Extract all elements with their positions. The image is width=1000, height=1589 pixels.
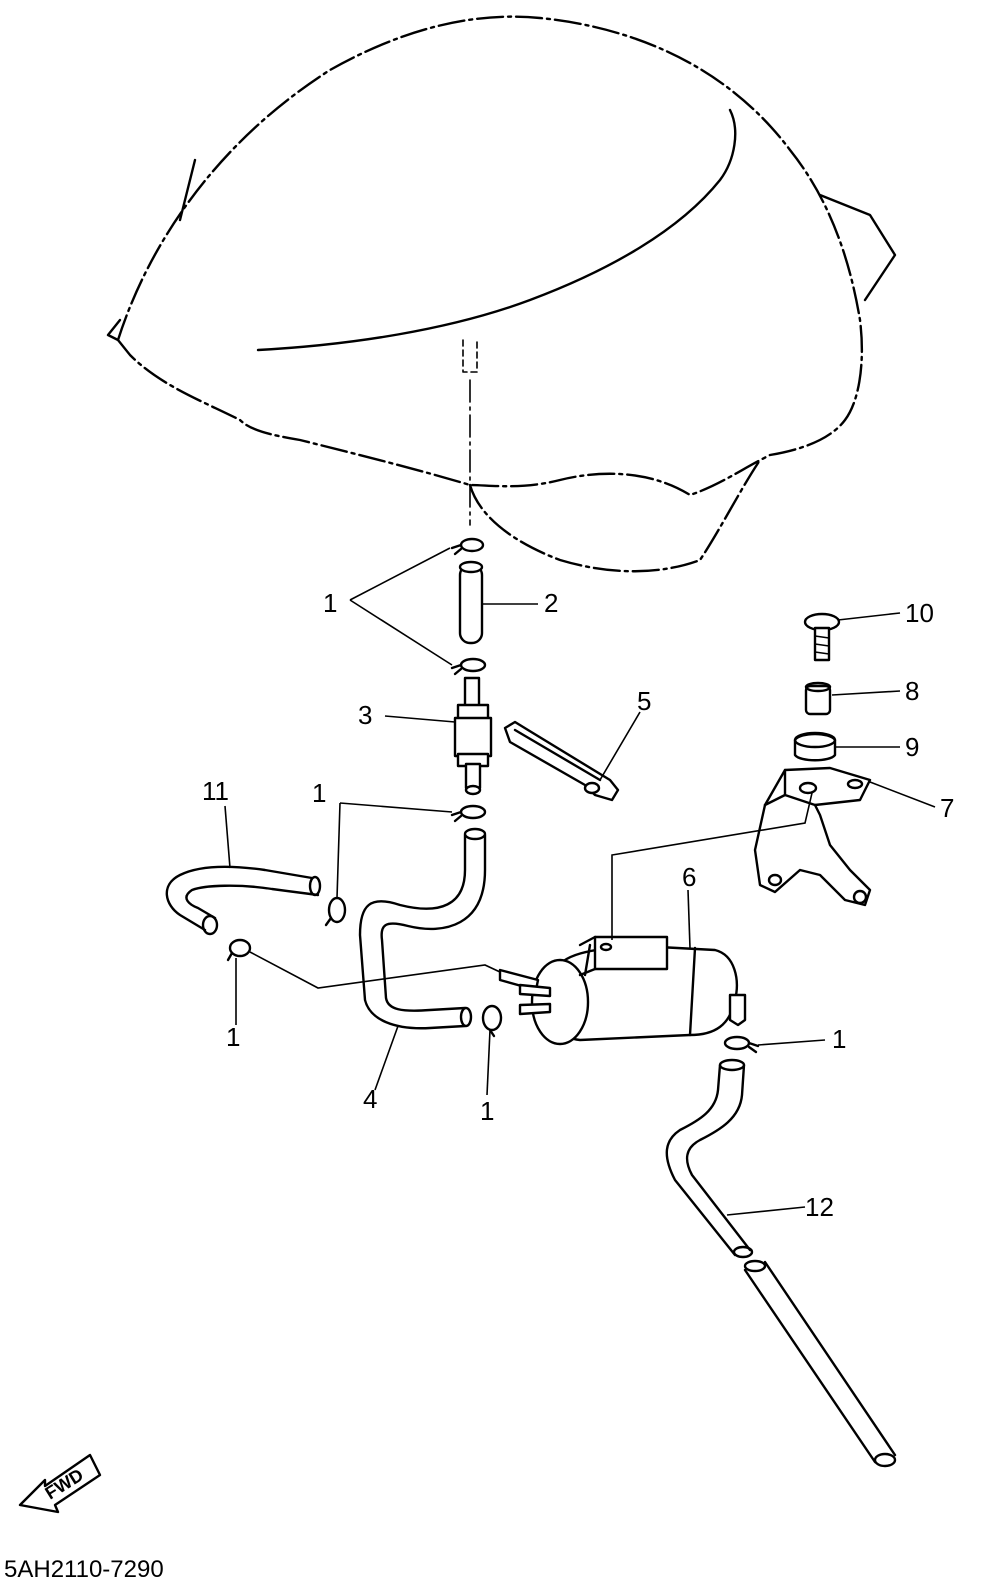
callout-1-right: 1 <box>832 1024 846 1054</box>
diagram-code: 5AH2110-7290 <box>4 1556 164 1583</box>
callout-12: 12 <box>805 1192 834 1222</box>
bracket-5 <box>503 720 620 802</box>
callout-11: 11 <box>202 776 229 806</box>
bolt-10 <box>803 612 841 662</box>
collar-8 <box>804 681 832 716</box>
fuel-tank <box>106 15 897 573</box>
callout-6: 6 <box>682 862 696 892</box>
callout-9: 9 <box>905 732 919 762</box>
hose-2 <box>458 560 484 645</box>
callout-8: 8 <box>905 676 919 706</box>
callout-1-top: 1 <box>323 588 337 618</box>
grommet-9 <box>793 731 837 762</box>
callout-1-left: 1 <box>226 1022 240 1052</box>
callout-3: 3 <box>358 700 372 730</box>
fwd-arrow: FWD <box>18 1453 102 1514</box>
callout-2: 2 <box>544 588 558 618</box>
bracket-7 <box>753 766 872 907</box>
callout-5: 5 <box>637 686 651 716</box>
callout-7: 7 <box>940 793 954 823</box>
callout-10: 10 <box>905 598 934 628</box>
fuel-filter-3 <box>453 676 493 796</box>
callout-1-center: 1 <box>480 1096 494 1126</box>
clips <box>226 537 760 1054</box>
callout-labels: 1 2 3 5 10 8 9 11 1 7 6 1 4 1 1 12 <box>202 588 954 1222</box>
callout-1-mid: 1 <box>312 778 326 808</box>
hose-11 <box>165 865 322 936</box>
canister-6 <box>498 935 747 1046</box>
callout-4: 4 <box>363 1084 377 1114</box>
hose-12 <box>665 1058 897 1468</box>
leader-lines <box>224 547 936 1216</box>
hose-4 <box>358 827 487 1030</box>
